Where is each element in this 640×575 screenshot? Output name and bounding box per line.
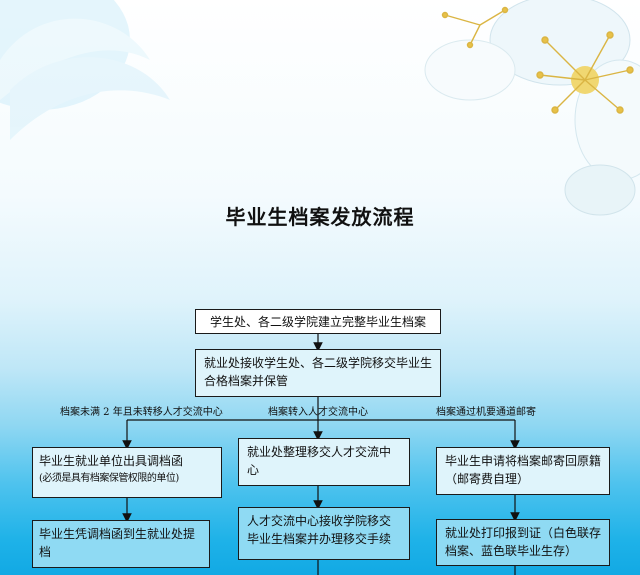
step-transfer-letter: 毕业生就业单位出具调档函 (必须是具有档案保管权限的单位) [32,447,222,498]
step-talent-center-receive-text: 人才交流中心接收学院移交毕业生档案并办理移交手续 [247,514,392,546]
step-receive-archives: 就业处接收学生处、各二级学院移交毕业生合格档案并保管 [195,349,441,397]
step-print-certificate: 就业处打印报到证（白色联存档案、蓝色联毕业生存） [436,519,610,566]
step-talent-center-receive: 人才交流中心接收学院移交毕业生档案并办理移交手续 [238,507,410,560]
step-pick-up-archives: 毕业生凭调档函到生就业处提档 [32,520,210,568]
step-build-archives: 学生处、各二级学院建立完整毕业生档案 [195,309,441,334]
step-print-certificate-text: 就业处打印报到证（白色联存档案、蓝色联毕业生存） [445,526,602,558]
branch-label-left: 档案未满 2 年且未转移人才交流中心 [60,407,223,418]
branch-label-middle: 档案转入人才交流中心 [268,407,368,418]
step-hand-over-talent-center-text: 就业处整理移交人才交流中心 [247,445,392,477]
step-mail-archives: 毕业生申请将档案邮寄回原籍（邮寄费自理） [436,447,610,495]
step-receive-archives-text: 就业处接收学生处、各二级学院移交毕业生合格档案并保管 [204,356,433,388]
step-build-archives-text: 学生处、各二级学院建立完整毕业生档案 [209,315,426,329]
step-transfer-letter-note: (必须是具有档案保管权限的单位) [39,473,179,484]
branch-label-right: 档案通过机要通道邮寄 [436,407,536,418]
diagram-title: 毕业生档案发放流程 [225,205,415,229]
step-transfer-letter-text: 毕业生就业单位出具调档函 [39,454,184,468]
step-mail-archives-text: 毕业生申请将档案邮寄回原籍（邮寄费自理） [445,454,602,486]
step-hand-over-talent-center: 就业处整理移交人才交流中心 [238,438,410,486]
flower-decoration [424,0,640,216]
step-pick-up-archives-text: 毕业生凭调档函到生就业处提档 [39,527,196,559]
